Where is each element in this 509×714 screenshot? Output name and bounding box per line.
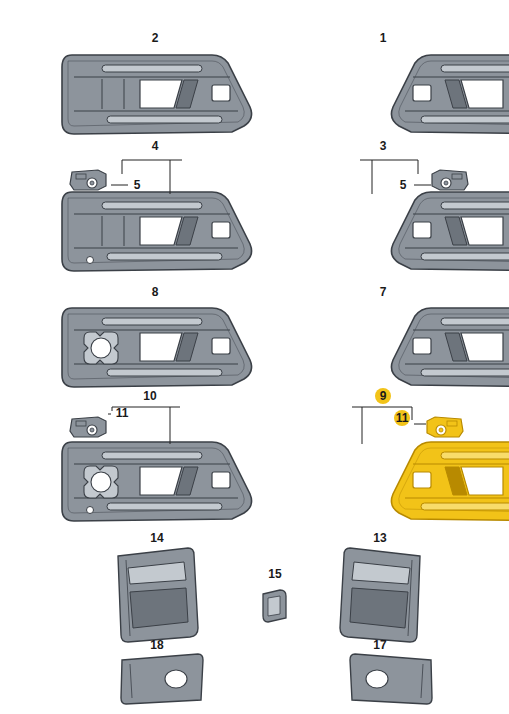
grille-part: [62, 192, 252, 271]
grille-part: [62, 442, 252, 521]
callout-number: 5: [390, 177, 416, 193]
callout-number: 7: [370, 284, 396, 300]
clip-part: [263, 590, 286, 622]
grille-part: [391, 442, 509, 521]
clip-part: [70, 170, 106, 190]
callout-number: 11: [109, 405, 135, 421]
leader-line: [360, 160, 431, 194]
callout-number: 3: [370, 138, 396, 154]
grille-part: [391, 55, 509, 134]
grille-part: [391, 192, 509, 271]
callout-number: 15: [262, 566, 288, 582]
plate-part: [121, 654, 203, 704]
clip-part: [70, 417, 106, 437]
cover-part: [118, 548, 198, 642]
leader-line: [111, 160, 182, 194]
callout-number: 4: [142, 138, 168, 154]
callout-number: 5: [124, 177, 150, 193]
clip-part: [432, 170, 468, 190]
callout-number: 13: [367, 530, 393, 546]
callout-number: 9: [370, 388, 396, 404]
callout-number: 10: [137, 388, 163, 404]
callout-number: 17: [367, 637, 393, 653]
grille-part: [62, 55, 252, 134]
clip-part: [268, 596, 280, 616]
cover-part: [340, 548, 420, 642]
callout-number: 1: [370, 30, 396, 46]
clip-part: [427, 417, 463, 437]
callout-number: 18: [144, 637, 170, 653]
callout-number: 2: [142, 30, 168, 46]
callout-number: 14: [144, 530, 170, 546]
grille-part: [62, 308, 252, 387]
leader-line: [352, 407, 426, 444]
grille-part: [391, 308, 509, 387]
plate-part: [350, 654, 432, 704]
callout-number: 11: [389, 410, 415, 426]
callout-number: 8: [142, 284, 168, 300]
